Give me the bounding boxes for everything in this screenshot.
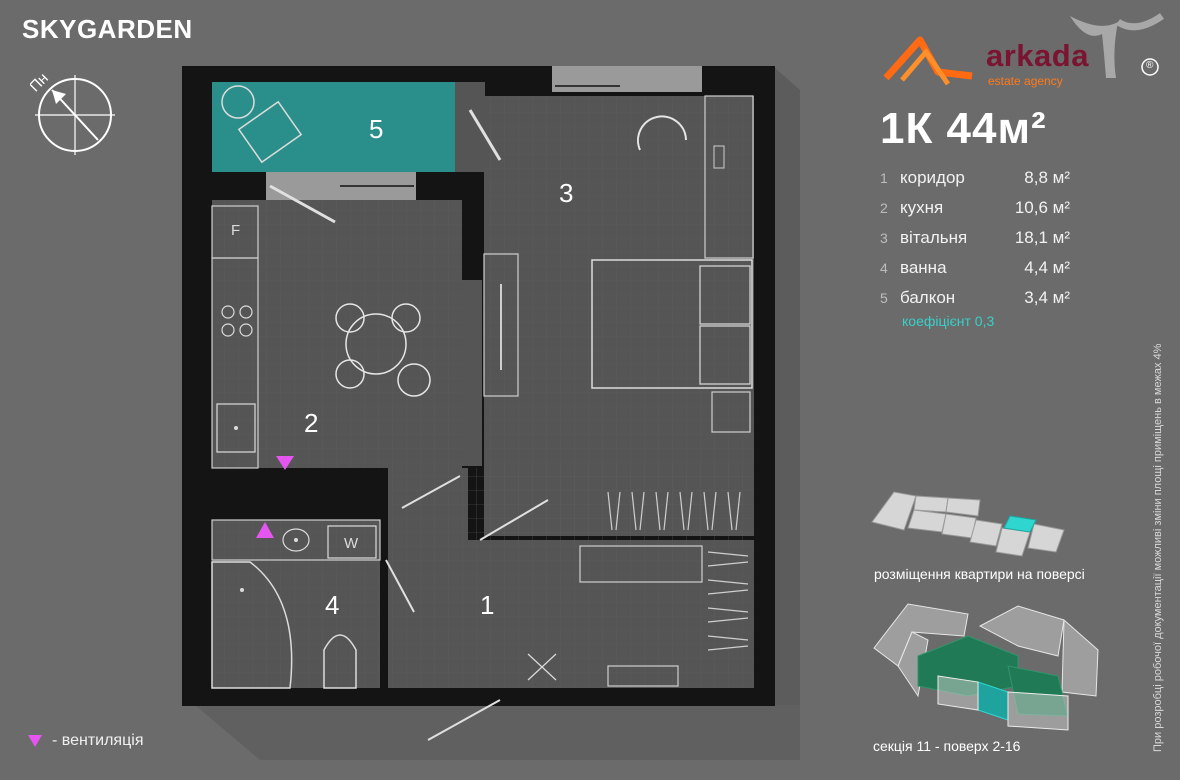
room-area: 18,1 м² [1014, 228, 1070, 247]
room-label-corridor: 1 [480, 590, 495, 620]
ventilation-legend: - вентиляція [28, 732, 143, 750]
brand-title: SKYGARDEN [22, 14, 193, 44]
floor-location-caption: розміщення квартири на поверсі [874, 566, 1085, 582]
room-row: 1 коридор 8,8 м² [880, 168, 1070, 198]
room-label-living: 3 [559, 178, 574, 208]
side-note: При розробці робочої документації можлив… [1152, 343, 1164, 752]
fridge-label: F [231, 222, 241, 239]
room-label-kitchen: 2 [304, 408, 319, 438]
ventilation-legend-label: - вентиляція [52, 732, 144, 749]
balcony-floor [212, 82, 455, 172]
room-number: 4 [880, 260, 888, 276]
arkada-logo-icon [883, 13, 1164, 86]
room-area: 3,4 м² [1024, 288, 1070, 307]
room-number: 5 [880, 290, 888, 306]
logo-subtitle: estate agency [988, 74, 1063, 88]
balcony-coefficient: коефіцієнт 0,3 [902, 313, 995, 329]
room-number: 2 [880, 200, 888, 216]
room-name: вітальня [900, 228, 968, 247]
registered-mark: ® [1146, 60, 1154, 71]
room-label-bathroom: 4 [325, 590, 340, 620]
floor-plan [182, 66, 800, 760]
room-name: балкон [900, 288, 956, 307]
ventilation-triangle-icon [28, 734, 42, 747]
room-number: 3 [880, 230, 888, 246]
logo-name: arkada [986, 38, 1089, 73]
compass-icon: Пн [30, 70, 115, 155]
room-row: 4 ванна 4,4 м² [880, 258, 1070, 288]
room-list: 1 коридор 8,8 м² 2 кухня 10,6 м² 3 вітал… [880, 168, 1070, 318]
apartment-title: 1К 44м² [880, 104, 1047, 153]
room-name: кухня [900, 198, 944, 217]
room-row: 3 вітальня 18,1 м² [880, 228, 1070, 258]
room-row: 5 балкон 3,4 м² [880, 288, 1070, 318]
washer-label: W [344, 535, 359, 552]
room-area: 8,8 м² [1024, 168, 1070, 187]
room-number: 1 [880, 170, 888, 186]
room-area: 4,4 м² [1024, 258, 1070, 277]
room-row: 2 кухня 10,6 м² [880, 198, 1070, 228]
room-name: коридор [900, 168, 965, 187]
floor-location-map [871, 491, 1065, 557]
section-caption: секція 11 - поверх 2-16 [873, 738, 1021, 754]
building-section-illustration [873, 603, 1099, 731]
room-label-balcony: 5 [369, 114, 384, 144]
room-area: 10,6 м² [1014, 198, 1070, 217]
room-name: ванна [900, 258, 947, 277]
